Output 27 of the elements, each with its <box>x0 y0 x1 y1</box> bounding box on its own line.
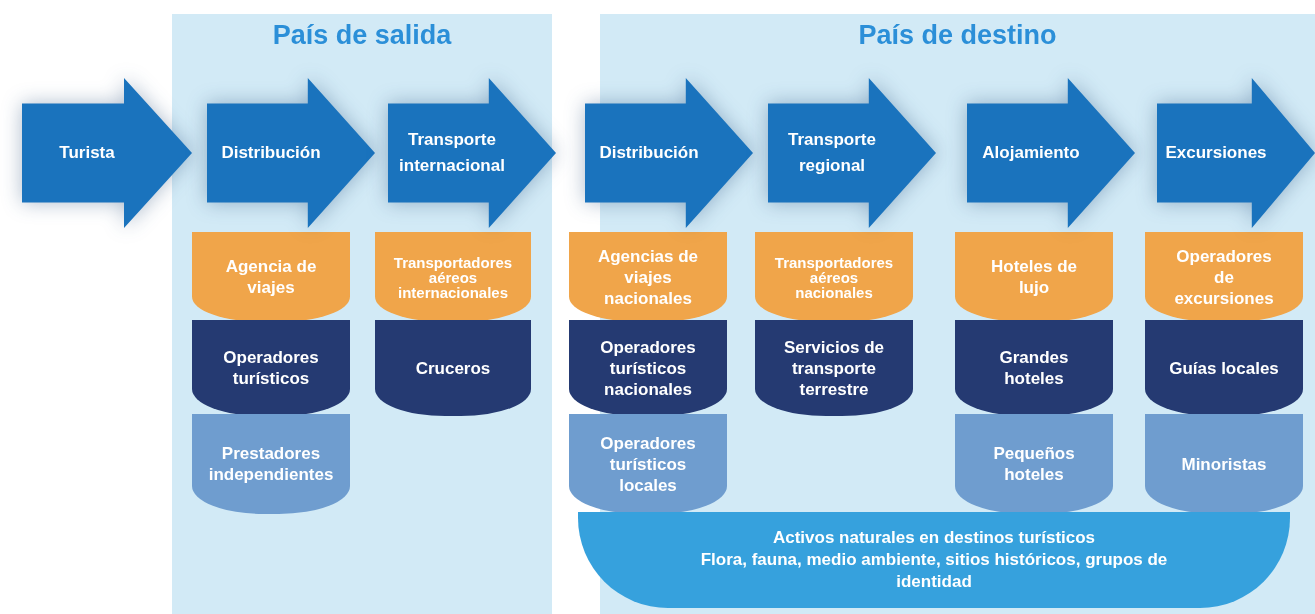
provider-box: Servicios de transporte terrestre <box>755 320 913 416</box>
band-heading: Activos naturales en destinos turísticos <box>772 527 1096 549</box>
provider-box: Pequeños hoteles <box>955 414 1113 514</box>
panel-title: País de salida <box>272 20 452 51</box>
process-step: Distribución <box>585 78 753 228</box>
process-step: Alojamiento <box>967 78 1135 228</box>
provider-box: Operadores turísticos <box>192 320 350 416</box>
process-step: Turista <box>22 78 192 228</box>
provider-box: Agencias de viajes nacionales <box>569 232 727 322</box>
panel-title: País de destino <box>858 20 1057 51</box>
process-step: Transporte regional <box>768 78 936 228</box>
provider-box: Operadores turísticos nacionales <box>569 320 727 416</box>
provider-box: Grandes hoteles <box>955 320 1113 416</box>
provider-box: Transportadores aéreos internacionales <box>375 232 531 322</box>
provider-box: Hoteles de lujo <box>955 232 1113 322</box>
process-step: Distribución <box>207 78 375 228</box>
provider-box: Transportadores aéreos nacionales <box>755 232 913 322</box>
process-step: Transporte internacional <box>388 78 556 228</box>
provider-box: Prestadores independientes <box>192 414 350 514</box>
provider-box: Guías locales <box>1145 320 1303 416</box>
band-text: Flora, fauna, medio ambiente, sitios históricos, grupos de identidad <box>699 549 1169 593</box>
provider-box: Operadores de excursiones <box>1145 232 1303 322</box>
provider-box: Operadores turísticos locales <box>569 414 727 514</box>
process-step: Excursiones <box>1157 78 1315 228</box>
provider-box: Cruceros <box>375 320 531 416</box>
provider-box: Agencia de viajes <box>192 232 350 322</box>
provider-box: Minoristas <box>1145 414 1303 514</box>
